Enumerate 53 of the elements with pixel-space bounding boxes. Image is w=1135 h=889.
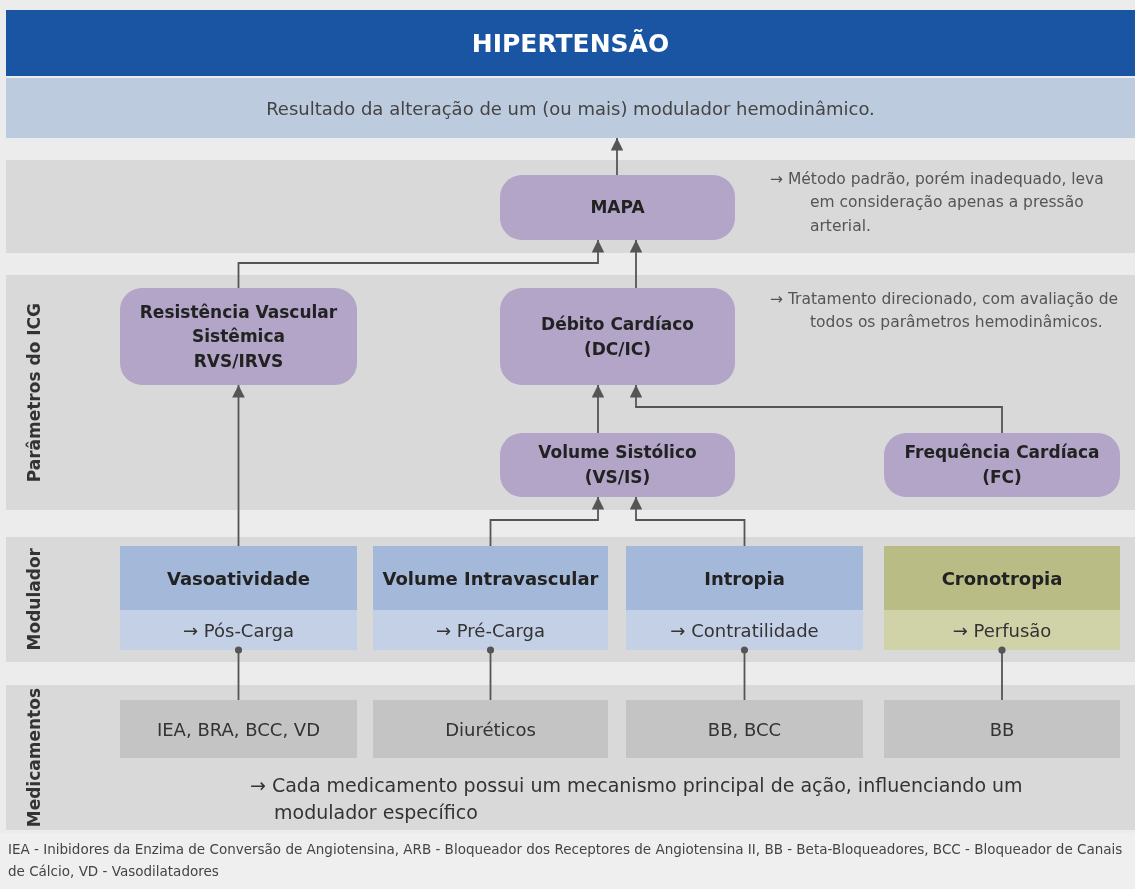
- node-title: Resistência Vascular Sistêmica: [138, 300, 339, 349]
- arrow: [489, 496, 605, 547]
- modulator-box: [626, 546, 863, 650]
- band-panel: [6, 537, 1135, 662]
- medication-box: BB, BCC: [626, 700, 863, 758]
- side-note: → Método padrão, porém inadequado, leva em consideração apenas a pressão arterial.: [770, 169, 1105, 237]
- node-subtitle: RVS/IRVS: [193, 349, 284, 373]
- parameter-box: [500, 288, 735, 385]
- parameter-box: [500, 433, 735, 497]
- parameter-box: [120, 288, 357, 385]
- node-title: Volume Sistólico: [538, 441, 697, 465]
- note-text: → Cada medicamento possui um mecanismo principal de ação, influenciando um modulador específico: [250, 773, 1024, 825]
- modulator-box: [884, 546, 1120, 650]
- node-subtitle: (FC): [982, 466, 1022, 489]
- parameter-box: [500, 175, 735, 240]
- arrow: [629, 496, 746, 547]
- node-title: MAPA: [590, 196, 645, 220]
- modulator-effect: → Pré-Carga: [434, 618, 547, 643]
- title-banner: HIPERTENSÃO: [6, 10, 1135, 76]
- result-band: Resultado da alteração de um (ou mais) modulador hemodinâmico.: [6, 78, 1135, 138]
- connector-line: [998, 646, 1006, 701]
- modulator-box: [120, 546, 357, 650]
- band-label: Modulador: [24, 548, 44, 651]
- parameter-box: [884, 433, 1120, 497]
- node-subtitle: (VS/IS): [584, 466, 651, 489]
- band-panel: [6, 275, 1135, 510]
- medication-box: Diuréticos: [373, 700, 608, 758]
- node-title: Frequência Cardíaca: [904, 441, 1100, 465]
- arrow: [237, 239, 605, 289]
- side-note: → Tratamento direcionado, com avaliação de todos os parâmetros hemodinâmicos.: [770, 289, 1120, 334]
- modulator-box: [373, 546, 608, 650]
- band-label: Medicamentos: [24, 687, 44, 828]
- band-label: Parâmetros do ICG: [24, 302, 44, 483]
- medication-box: IEA, BRA, BCC, VD: [120, 700, 357, 758]
- medication-box: BB: [884, 700, 1120, 758]
- modulator-title: Cronotropia: [884, 546, 1120, 610]
- modulator-effect: → Pós-Carga: [181, 618, 295, 643]
- arrow: [232, 384, 245, 547]
- node-title: Débito Cardíaco: [541, 312, 694, 336]
- arrow: [629, 384, 1003, 434]
- modulator-title: Volume Intravascular: [373, 546, 608, 610]
- connector-line: [234, 646, 243, 701]
- arrow: [591, 384, 605, 434]
- modulator-effect: → Perfusão: [951, 618, 1053, 643]
- modulator-effect: → Contratilidade: [669, 618, 820, 643]
- modulator-title: Intropia: [626, 546, 863, 610]
- arrow: [629, 239, 643, 289]
- band-panel: [6, 685, 1135, 830]
- modulator-title: Vasoatividade: [120, 546, 357, 610]
- node-subtitle: (DC/IC): [583, 337, 652, 361]
- connector-line: [740, 646, 749, 701]
- connector-line: [486, 646, 495, 701]
- arrow: [610, 137, 624, 176]
